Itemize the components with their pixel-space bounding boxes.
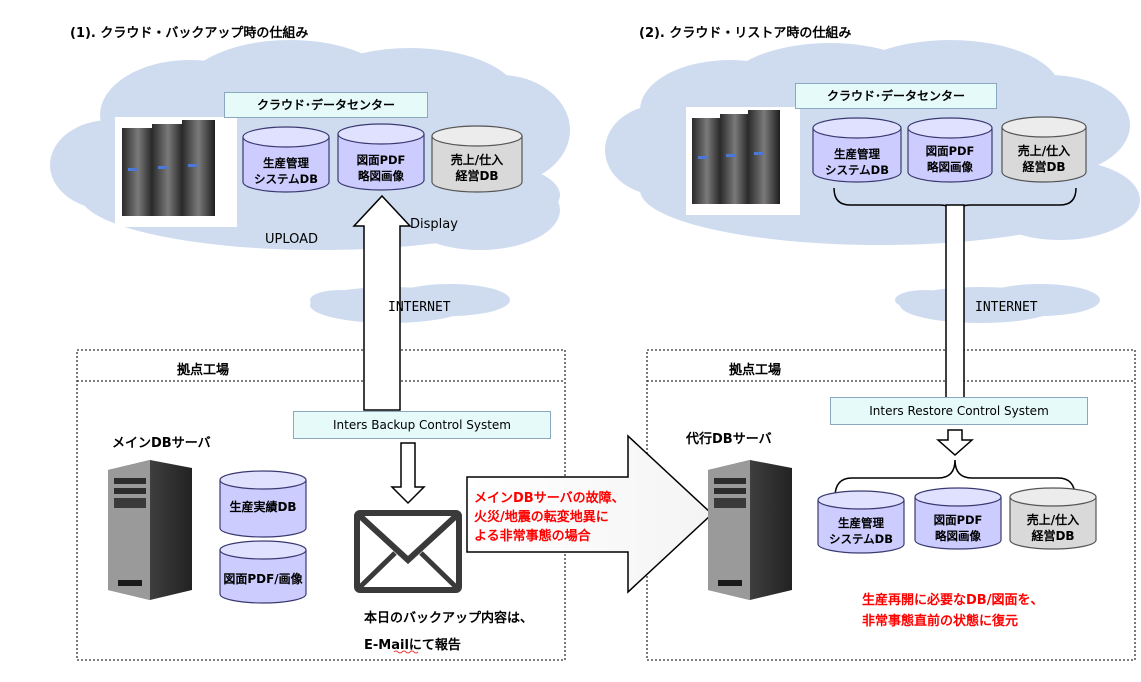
main-server-label: メインDBサーバ xyxy=(112,436,211,451)
substitute-server-label: 代行DBサーバ xyxy=(686,432,772,447)
report-line-1: 本日のバックアップ内容は、 xyxy=(364,611,534,626)
backup-control-system: Inters Backup Control System xyxy=(293,411,551,439)
database-cylinder-icon xyxy=(812,117,993,183)
datacenter-label: クラウド･データセンター xyxy=(795,83,997,109)
restore-heading: (2). クラウド・リストア時の仕組み xyxy=(639,26,852,41)
database-cylinder-icon xyxy=(242,123,425,193)
db-system-label: 生産管理システムDB xyxy=(254,156,318,186)
database-cylinder-icon xyxy=(1009,487,1097,550)
datacenter-label: クラウド･データセンター xyxy=(224,92,428,118)
upload-arrow-icon xyxy=(352,194,412,411)
tower-server-icon xyxy=(108,460,192,600)
mail-envelope-icon xyxy=(354,510,462,593)
internet-label: INTERNET xyxy=(975,300,1038,315)
site-box-backup xyxy=(76,349,566,661)
transition-arrow-icon xyxy=(466,434,714,594)
upload-label: UPLOAD xyxy=(265,232,319,247)
db-system-label: 生産管理システムDB xyxy=(829,516,893,546)
restore-result-text: 生産再開に必要なDB/図面を、 非常事態直前の状態に復元 xyxy=(862,593,1044,629)
rack-server-icon xyxy=(115,117,237,227)
brace-icon xyxy=(834,459,1076,498)
database-cylinder-icon xyxy=(1001,116,1087,183)
site-label: 拠点工場 xyxy=(177,363,230,378)
spellcheck-underline xyxy=(393,650,419,654)
report-line-2: E-Mailにて報告 xyxy=(364,638,461,653)
db-production-label: 生産実績DB xyxy=(229,500,297,514)
db-sales-label: 売上/仕入経営DB xyxy=(1026,513,1080,543)
restore-control-system: Inters Restore Control System xyxy=(830,397,1088,425)
down-arrow-icon xyxy=(936,429,974,457)
database-cylinder-icon xyxy=(431,125,523,193)
emergency-condition-text: メインDBサーバの故障、 火災/地震の転変地異に よる非常事態の場合 xyxy=(474,491,625,544)
db-sales-label: 売上/仕入経営DB xyxy=(1017,144,1071,174)
db-system-label: 生産管理システムDB xyxy=(825,147,889,177)
tower-server-icon xyxy=(708,460,792,600)
internet-label: INTERNET xyxy=(388,300,451,315)
down-arrow-icon xyxy=(390,442,426,505)
database-cylinder-icon xyxy=(817,487,1002,554)
rack-server-icon xyxy=(686,107,800,215)
db-sales-label: 売上/仕入経営DB xyxy=(450,153,504,183)
db-drawing-image-label: 図面PDF/画像 xyxy=(223,572,303,586)
site-label: 拠点工場 xyxy=(729,363,782,378)
cloud-restore-internet xyxy=(895,284,1100,323)
restore-arrow-icon xyxy=(945,204,965,413)
backup-heading: (1). クラウド・バックアップ時の仕組み xyxy=(70,26,309,41)
database-cylinder-icon xyxy=(219,470,307,604)
display-label: Display xyxy=(410,217,458,232)
